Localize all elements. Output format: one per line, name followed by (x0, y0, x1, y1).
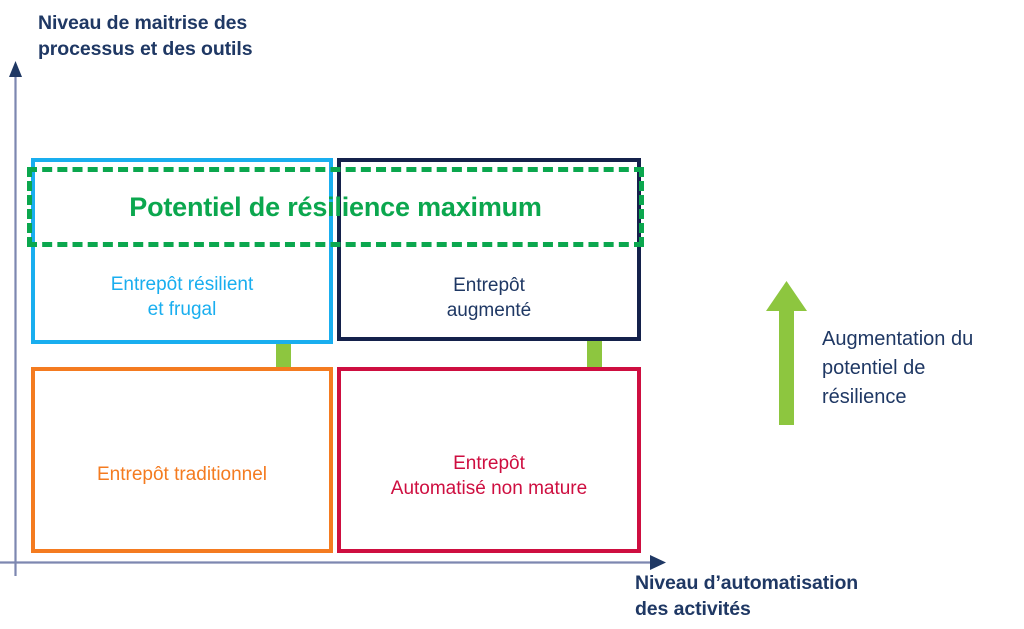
quadrant-augmente[interactable]: Entrepôt augmenté (337, 158, 641, 341)
quadrant-label-resilient-frugal: Entrepôt résilient et frugal (110, 274, 254, 320)
quadrant-traditionnel[interactable]: Entrepôt traditionnel (31, 367, 333, 553)
x-axis (0, 555, 666, 570)
quadrant-label-traditionnel: Entrepôt traditionnel (96, 464, 268, 485)
banner-potentiel-resilience-maximum: Potentiel de résilience maximum (27, 167, 644, 247)
legend-growth-arrow (766, 281, 807, 425)
x-axis-title: Niveau d’automatisation des activités (635, 572, 859, 620)
y-axis-title: Niveau de maitrise des processus et des … (38, 12, 253, 60)
quadrant-resilient-frugal[interactable]: Entrepôt résilient et frugal (31, 158, 333, 344)
quadrant-automatise-non-mature[interactable]: Entrepôt Automatisé non mature (337, 367, 641, 553)
quadrant-label-automatise-non-mature: Entrepôt Automatisé non mature (390, 453, 588, 499)
y-axis (9, 61, 22, 576)
quadrant-label-augmente: Entrepôt augmenté (446, 275, 532, 321)
banner-label: Potentiel de résilience maximum (129, 191, 542, 222)
annotation-augmentation-potentiel: Augmentation du potentiel de résilience (822, 328, 974, 408)
